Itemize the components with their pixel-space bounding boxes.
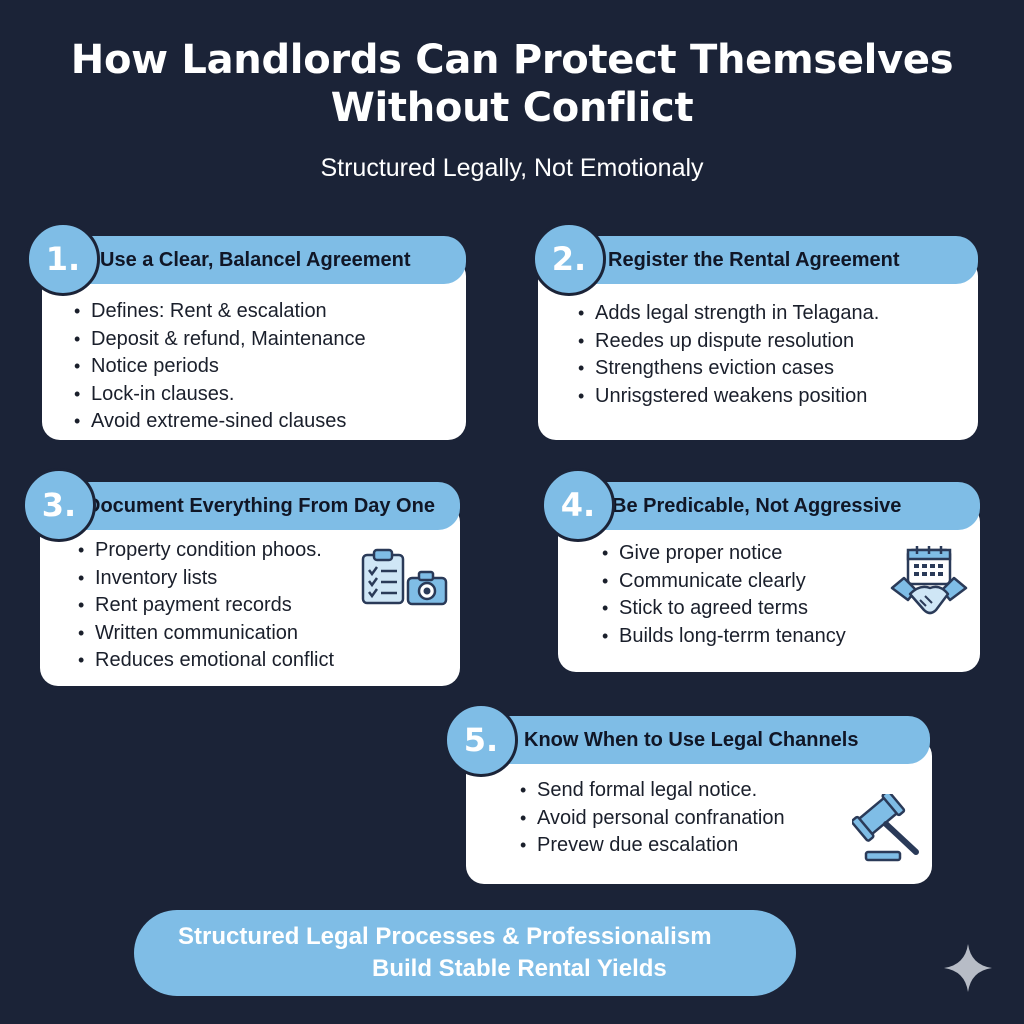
section-3-number: 3. (22, 468, 96, 542)
list-item: Send formal legal notice. (520, 777, 785, 805)
list-item: Notice periods (74, 353, 366, 381)
section-1-bullets: Defines: Rent & escalation Deposit & ref… (74, 298, 366, 436)
list-item: Strengthens eviction cases (578, 355, 879, 383)
list-item: Prevew due escalation (520, 832, 785, 860)
section-4-bullets: Give proper notice Communicate clearly S… (602, 540, 846, 650)
list-item: Reduces emotional conflict (78, 647, 334, 675)
title-line-2: Without Conflict (330, 85, 694, 131)
section-2-heading-pill: Register the Rental Agreement (560, 236, 978, 284)
list-item: Deposit & refund, Maintenance (74, 326, 366, 354)
list-item: Avoid extreme-sined clauses (74, 408, 366, 436)
section-1-number: 1. (26, 222, 100, 296)
list-item: Give proper notice (602, 540, 846, 568)
page-subtitle: Structured Legally, Not Emotionaly (320, 154, 704, 182)
list-item: Rent payment records (78, 592, 334, 620)
camera-icon (406, 570, 448, 606)
title-line-1: How Landlords Can Protect Themselves (70, 37, 954, 83)
sparkle-icon (944, 944, 992, 992)
section-4-heading-pill: Be Predicable, Not Aggressive (576, 482, 980, 530)
section-3-heading: Document Everything From Day One (86, 494, 435, 517)
section-4-number: 4. (541, 468, 615, 542)
list-item: Inventory lists (78, 565, 334, 593)
section-3-bullets: Property condition phoos. Inventory list… (78, 537, 334, 675)
list-item: Reedes up dispute resolution (578, 328, 879, 356)
section-5-heading-pill: Know When to Use Legal Channels (484, 716, 930, 764)
section-2-number: 2. (532, 222, 606, 296)
gavel-icon (852, 794, 919, 862)
list-item: Adds legal strength in Telagana. (578, 300, 879, 328)
list-item: Unrisgstered weakens position (578, 383, 879, 411)
section-5-heading: Know When to Use Legal Channels (524, 728, 859, 751)
section-1-heading: Use a Clear, Balancel Agreement (100, 248, 411, 271)
section-2-heading: Register the Rental Agreement (608, 248, 900, 271)
section-2-bullets: Adds legal strength in Telagana. Reedes … (578, 300, 879, 410)
list-item: Avoid personal confranation (520, 805, 785, 833)
section-4-heading: Be Predicable, Not Aggressive (612, 494, 902, 517)
section-5-bullets: Send formal legal notice. Avoid personal… (520, 777, 785, 860)
list-item: Lock-in clauses. (74, 381, 366, 409)
list-item: Communicate clearly (602, 568, 846, 596)
list-item: Property condition phoos. (78, 537, 334, 565)
section-3-heading-pill: Document Everything From Day One (50, 482, 460, 530)
list-item: Written communication (78, 620, 334, 648)
footer-line-2: Build Stable Rental Yields (372, 955, 667, 982)
section-5-number: 5. (444, 703, 518, 777)
page-title: How Landlords Can Protect Themselves Wit… (0, 36, 1024, 132)
footer-line-1: Structured Legal Processes & Professiona… (178, 923, 712, 950)
section-1-heading-pill: Use a Clear, Balancel Agreement (64, 236, 466, 284)
list-item: Stick to agreed terms (602, 595, 846, 623)
clipboard-checklist-icon (361, 548, 405, 605)
calendar-handshake-icon (890, 546, 968, 615)
list-item: Defines: Rent & escalation (74, 298, 366, 326)
footer-banner: Structured Legal Processes & Professiona… (134, 910, 796, 996)
list-item: Builds long-terrm tenancy (602, 623, 846, 651)
